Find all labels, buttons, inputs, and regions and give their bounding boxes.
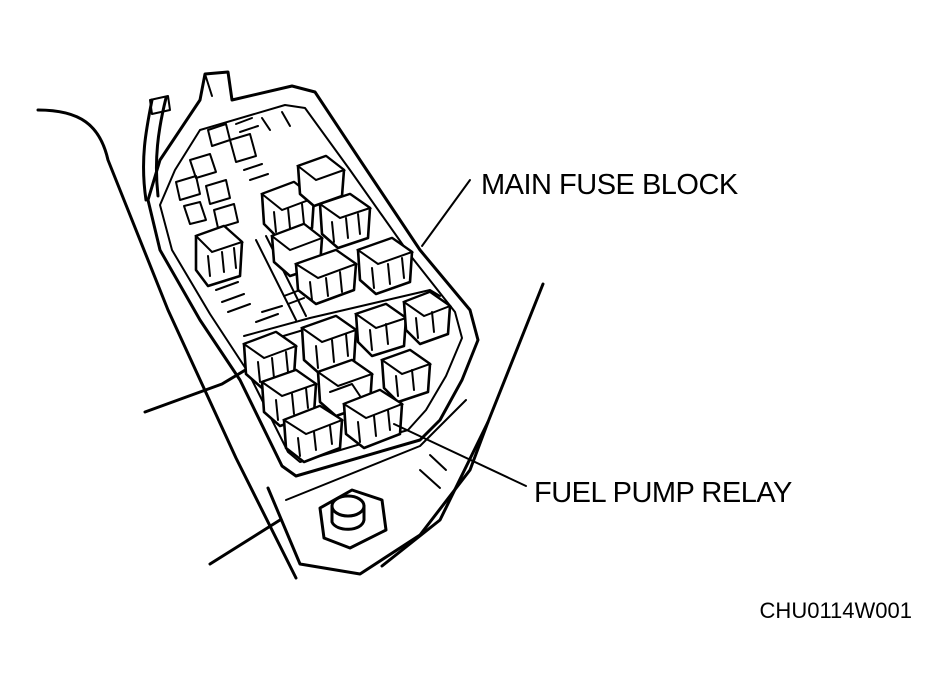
- relay-upper-3: [295, 154, 347, 208]
- main-fuse-block-label: MAIN FUSE BLOCK: [481, 169, 739, 201]
- callout-leaders: [393, 179, 527, 487]
- mounting-bolt-icon: [318, 488, 388, 550]
- relay-upper-7: [355, 236, 415, 296]
- relay-upper-6: [293, 248, 359, 306]
- relay-lower-8: [281, 404, 345, 464]
- relay-lower-3: [353, 302, 409, 358]
- main-fuse-block-leader: [421, 179, 471, 247]
- relay-lower-7: [379, 348, 433, 404]
- fuel-pump-relay-label: FUEL PUMP RELAY: [534, 477, 792, 509]
- relay-lower-4: [401, 290, 453, 346]
- relay-upper-1: [194, 224, 244, 288]
- figure-code: CHU0114W001: [760, 598, 912, 623]
- fuse-slots: [175, 111, 307, 323]
- vehicle-body-outline: [36, 108, 545, 580]
- relay-group: [194, 154, 453, 464]
- fuel-pump-relay: [341, 388, 405, 450]
- relay-lower-2: [299, 314, 359, 376]
- fuse-block-housing: [142, 70, 480, 478]
- fuel-pump-relay-leader: [393, 423, 527, 487]
- relay-upper-4: [317, 192, 373, 250]
